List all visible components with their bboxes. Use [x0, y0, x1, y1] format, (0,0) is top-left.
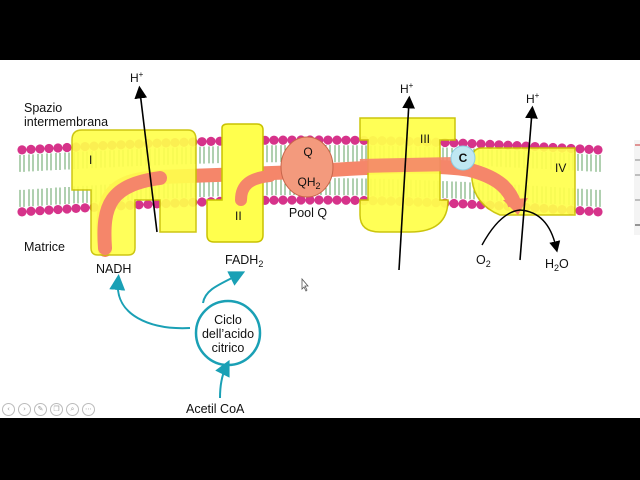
acetyl-coa-label: Acetil CoA: [186, 403, 244, 416]
h2o-label: H2O: [545, 258, 569, 273]
lipid-head: [26, 145, 35, 154]
proton-label-iv: H+: [526, 92, 539, 105]
lipid-head: [341, 196, 350, 205]
cycle-label-line3: citrico: [212, 342, 245, 355]
intermembrane-space-label-line2: intermembrana: [24, 116, 108, 129]
cycle-label-line1: Ciclo: [214, 314, 242, 327]
o2-label: O2: [476, 254, 491, 269]
lipid-head: [278, 136, 287, 145]
lipid-head: [53, 143, 62, 152]
lipid-head: [35, 144, 44, 153]
lipid-head: [197, 197, 206, 206]
back-icon[interactable]: ‹: [2, 403, 15, 416]
lipid-head: [35, 206, 44, 215]
matrix-label: Matrice: [24, 241, 65, 254]
intermembrane-space-label-line1: Spazio: [24, 102, 62, 115]
forward-icon[interactable]: ›: [18, 403, 31, 416]
lipid-head: [134, 200, 143, 209]
lipid-head: [143, 200, 152, 209]
lipid-head: [53, 205, 62, 214]
lipid-head: [593, 207, 602, 216]
q-label: Q: [303, 146, 312, 158]
pool-q-label: Pool Q: [289, 207, 327, 220]
complex-i-label: I: [89, 154, 92, 166]
lipid-head: [71, 204, 80, 213]
lipid-head: [350, 196, 359, 205]
lipid-head: [332, 136, 341, 145]
lipid-head: [278, 196, 287, 205]
presentation-controls: ‹ › ✎ ❐ ⌕ ⋯: [2, 403, 95, 417]
lipid-head: [593, 145, 602, 154]
lipid-head: [584, 207, 593, 216]
cycle-label-line2: dell’acido: [202, 328, 254, 341]
lipid-head: [575, 144, 584, 153]
lipid-head: [350, 136, 359, 145]
lipid-head: [197, 137, 206, 146]
lipid-head: [458, 199, 467, 208]
proton-label-i: H+: [130, 71, 143, 84]
lipid-head: [323, 195, 332, 204]
search-icon[interactable]: ⌕: [66, 403, 79, 416]
lipid-head: [44, 206, 53, 215]
letterbox-top: [0, 0, 640, 60]
lipid-head: [17, 207, 26, 216]
lipid-head: [206, 137, 215, 146]
lipid-head: [62, 143, 71, 152]
more-icon[interactable]: ⋯: [82, 403, 95, 416]
draw-icon[interactable]: ✎: [34, 403, 47, 416]
letterbox-bottom: [0, 418, 640, 480]
cytochrome-c-label: C: [459, 152, 468, 164]
right-edge-thumbnail: [634, 140, 640, 235]
lipid-head: [80, 203, 89, 212]
lipid-head: [575, 206, 584, 215]
electron-path-through-iii: [360, 164, 455, 166]
lipid-head: [269, 196, 278, 205]
complex-iii-label: III: [420, 133, 430, 145]
qh2-label: QH2: [297, 176, 320, 191]
proton-label-iii: H+: [400, 82, 413, 95]
lipid-head: [314, 195, 323, 204]
fadh2-label: FADH2: [225, 254, 263, 269]
complex-ii-label: II: [235, 210, 242, 222]
lipid-head: [449, 199, 458, 208]
lipid-head: [287, 195, 296, 204]
lipid-head: [62, 204, 71, 213]
lipid-head: [476, 139, 485, 148]
lipid-head: [44, 144, 53, 153]
lipid-head: [269, 136, 278, 145]
complex-iv-label: IV: [555, 162, 566, 174]
lipid-head: [17, 145, 26, 154]
lipid-head: [341, 136, 350, 145]
lipid-head: [26, 207, 35, 216]
lipid-head: [584, 145, 593, 154]
lipid-head: [467, 200, 476, 209]
copy-icon[interactable]: ❐: [50, 403, 63, 416]
lipid-head: [467, 139, 476, 148]
lipid-head: [332, 196, 341, 205]
lipid-head: [323, 135, 332, 144]
nadh-label: NADH: [96, 263, 131, 276]
